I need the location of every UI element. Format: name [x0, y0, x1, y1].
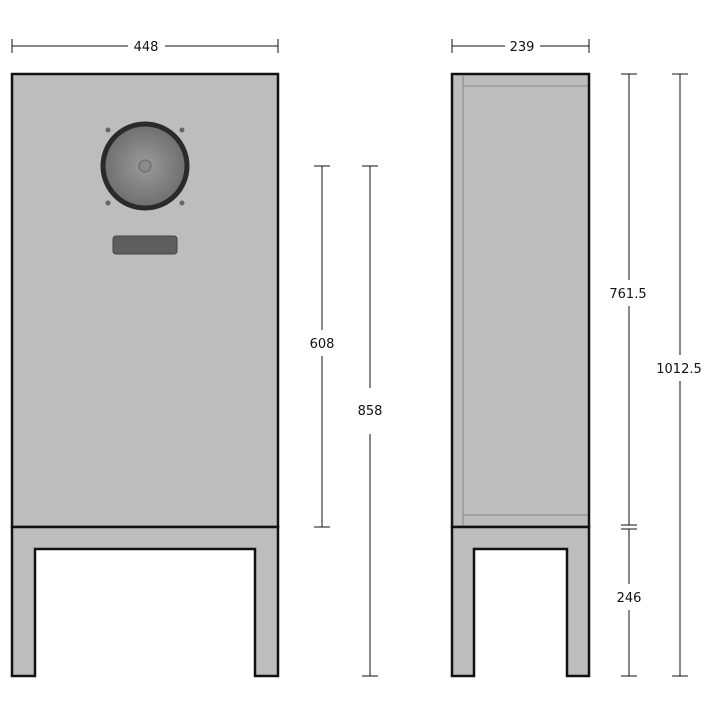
screw-icon — [105, 200, 111, 206]
bass-port — [112, 235, 178, 255]
dim-stand-height: 246 — [617, 591, 642, 606]
dimension-labels: 448 239 608 858 761.5 246 1012.5 — [134, 40, 702, 606]
dim-front-total-height: 858 — [358, 404, 383, 419]
driver-dustcap — [138, 159, 152, 173]
dim-total-height: 1012.5 — [656, 362, 702, 377]
front-stand — [10, 525, 280, 678]
screw-icon — [179, 200, 185, 206]
dim-front-width: 448 — [134, 40, 159, 55]
screw-icon — [179, 127, 185, 133]
dim-cabinet-height: 608 — [310, 337, 335, 352]
dim-side-depth: 239 — [510, 40, 535, 55]
front-view — [10, 72, 280, 678]
side-stand — [450, 525, 591, 678]
dim-side-cabinet-height: 761.5 — [609, 287, 646, 302]
side-view — [450, 72, 591, 678]
dimension-lines — [11, 39, 688, 677]
screw-icon — [105, 127, 111, 133]
side-cabinet — [450, 72, 591, 529]
